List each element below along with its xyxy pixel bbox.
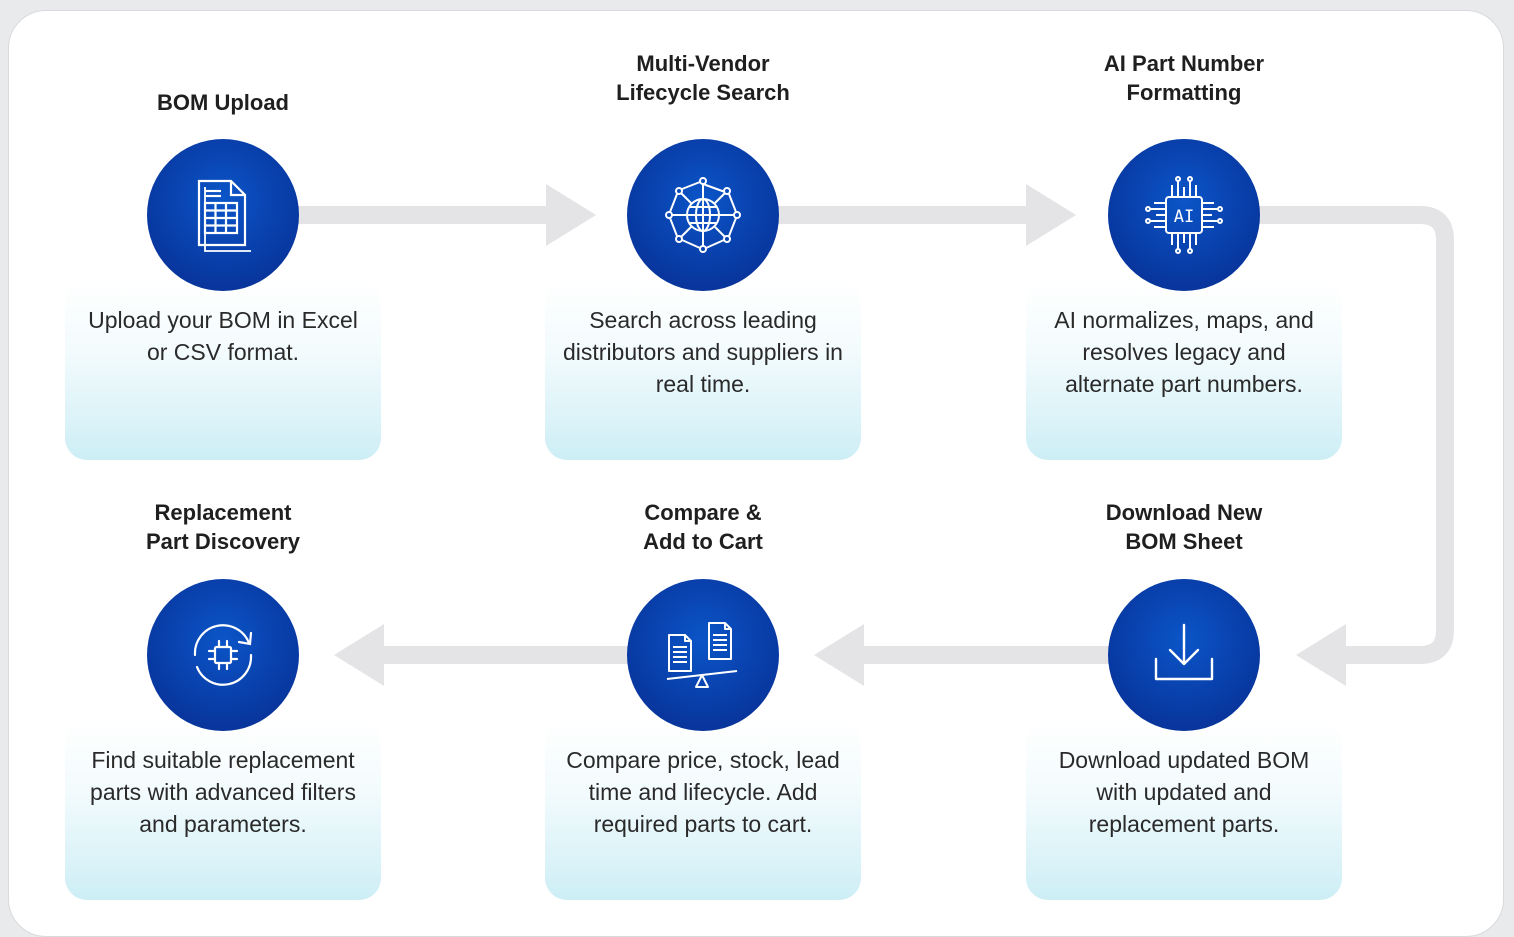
- step-title-compare-cart: Compare & Add to Cart: [643, 500, 763, 554]
- step-card-ai-formatting: AI normalizes, maps, and resolves legacy…: [1026, 280, 1342, 460]
- step-description: Upload your BOM in Excel or CSV format.: [88, 307, 358, 365]
- step-description: AI normalizes, maps, and resolves legacy…: [1054, 307, 1314, 397]
- svg-text:AI: AI: [1174, 207, 1194, 227]
- connector-return-path: [1258, 206, 1454, 664]
- compare-balance-icon: [666, 622, 738, 688]
- step-circle-download-bom: [1108, 579, 1260, 731]
- globe-network-icon: [665, 177, 741, 253]
- ai-chip-icon: AI: [1145, 176, 1223, 254]
- step-card-multi-vendor: Search across leading distributors and s…: [545, 280, 861, 460]
- step-title-download-bom: Download New BOM Sheet: [1105, 500, 1263, 554]
- step-card-replacement-discovery: Find suitable replacement parts with adv…: [65, 720, 381, 900]
- download-icon: [1154, 623, 1214, 681]
- step-card-compare-cart: Compare price, stock, lead time and life…: [545, 720, 861, 900]
- step-description: Find suitable replacement parts with adv…: [90, 747, 356, 837]
- step-circle-replacement-discovery: [147, 579, 299, 731]
- connector-arrow-2-3-head: [1026, 184, 1076, 246]
- step-circle-multi-vendor: [627, 139, 779, 291]
- step-title-ai-formatting: AI Part Number Formatting: [1103, 51, 1265, 105]
- step-circle-bom-upload: [147, 139, 299, 291]
- connector-arrow-4-5-shaft: [860, 646, 1112, 664]
- step-title-bom-upload: BOM Upload: [157, 89, 289, 115]
- step-title-multi-vendor: Multi-Vendor Lifecycle Search: [616, 51, 790, 105]
- step-description: Search across leading distributors and s…: [563, 307, 843, 397]
- step-description: Download updated BOM with updated and re…: [1058, 747, 1310, 837]
- connector-arrow-2-3-shaft: [778, 206, 1030, 224]
- step-card-bom-upload: Upload your BOM in Excel or CSV format.: [65, 280, 381, 460]
- connector-arrow-5-6-shaft: [378, 646, 630, 664]
- connector-return-head: [1296, 624, 1346, 686]
- spreadsheet-document-icon: [197, 179, 251, 252]
- step-description: Compare price, stock, lead time and life…: [566, 747, 840, 837]
- step-title-replacement-discovery: Replacement Part Discovery: [145, 500, 301, 554]
- connector-arrow-5-6-head: [334, 624, 384, 686]
- step-circle-compare-cart: [627, 579, 779, 731]
- connector-arrow-1-2-head: [546, 184, 596, 246]
- step-circle-ai-formatting: AI: [1108, 139, 1260, 291]
- step-card-download-bom: Download updated BOM with updated and re…: [1026, 720, 1342, 900]
- connector-arrow-1-2-shaft: [298, 206, 550, 224]
- connector-arrow-4-5-head: [814, 624, 864, 686]
- chip-refresh-icon: [193, 624, 253, 686]
